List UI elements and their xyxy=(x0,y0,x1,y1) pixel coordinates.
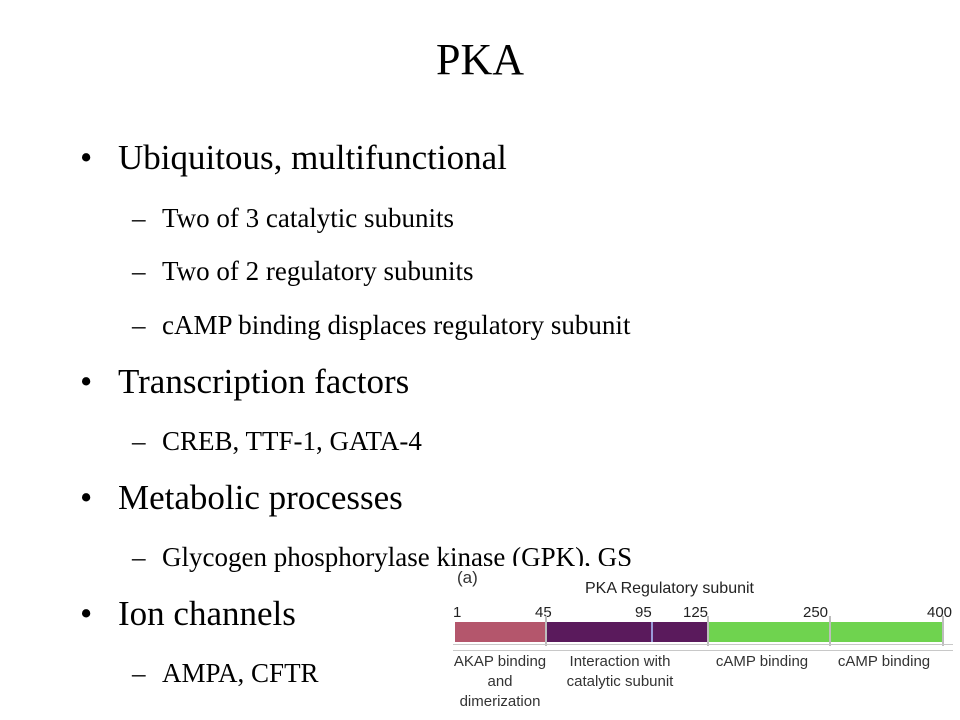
domain-label-catalytic: Interaction with catalytic subunit xyxy=(566,653,674,690)
sub-bullet-marker: – xyxy=(132,256,146,286)
domain-bar xyxy=(455,622,943,642)
bullet-item: • Ubiquitous, multifunctional xyxy=(80,136,507,180)
bullet-text: Metabolic processes xyxy=(118,478,403,517)
domain-boundary-tick xyxy=(942,616,944,646)
position-label: 45 xyxy=(535,604,552,621)
sub-bullet-marker: – xyxy=(132,426,146,456)
page-title: PKA xyxy=(435,35,525,84)
domain-label-akap: AKAP binding and dimerization xyxy=(453,653,547,710)
sub-bullet-text: AMPA, CFTR xyxy=(162,658,319,688)
sub-bullet-text: Two of 3 catalytic subunits xyxy=(162,203,455,233)
bullet-marker: • xyxy=(80,478,93,517)
bullet-text: Ion channels xyxy=(118,594,296,633)
domain-boundary-tick xyxy=(545,616,547,646)
domain-label-camp-b: cAMP binding xyxy=(837,653,931,670)
sub-bullet-text: cAMP binding displaces regulatory subuni… xyxy=(162,310,631,340)
position-label: 95 xyxy=(635,604,652,621)
position-label: 400 xyxy=(927,604,953,621)
bullet-text: Transcription factors xyxy=(118,362,410,401)
domain-segment-akap xyxy=(455,622,545,642)
bullet-marker: • xyxy=(80,594,93,633)
figure-rule xyxy=(453,644,953,645)
domain-segment-camp-a xyxy=(709,622,829,642)
domain-segment-camp-b xyxy=(831,622,943,642)
sub-bullet-marker: – xyxy=(132,542,146,572)
domain-segment-catalytic-interaction xyxy=(547,622,707,642)
sub-bullet-text: Two of 2 regulatory subunits xyxy=(162,256,474,286)
sub-bullet-text: CREB, TTF-1, GATA-4 xyxy=(162,426,422,456)
position-label: 250 xyxy=(803,604,829,621)
bullet-marker: • xyxy=(80,138,93,177)
sub-bullet-item: –AMPA, CFTR xyxy=(132,655,319,691)
position-label: 125 xyxy=(683,604,709,621)
sub-bullet-marker: – xyxy=(132,203,146,233)
domain-boundary-tick xyxy=(707,616,709,646)
sub-bullet-item: –Two of 3 catalytic subunits xyxy=(132,200,454,236)
sub-bullet-item: –cAMP binding displaces regulatory subun… xyxy=(132,307,630,343)
panel-label: (a) xyxy=(457,568,478,587)
figure-title: PKA Regulatory subunit xyxy=(585,580,754,597)
domain-boundary-tick xyxy=(829,616,831,646)
bullet-item: • Transcription factors xyxy=(80,360,409,404)
bullet-item: • Metabolic processes xyxy=(80,476,403,520)
pka-domain-figure: (a) PKA Regulatory subunit 1 45 95 125 2… xyxy=(445,566,960,720)
sub-bullet-marker: – xyxy=(132,658,146,688)
bullet-marker: • xyxy=(80,362,93,401)
position-label: 1 xyxy=(453,604,462,621)
sub-bullet-item: –Two of 2 regulatory subunits xyxy=(132,253,474,289)
bullet-item: • Ion channels xyxy=(80,592,296,636)
domain-label-camp-a: cAMP binding xyxy=(715,653,809,670)
figure-rule xyxy=(453,650,953,651)
bullet-text: Ubiquitous, multifunctional xyxy=(118,138,507,177)
sub-bullet-marker: – xyxy=(132,310,146,340)
sub-bullet-item: –CREB, TTF-1, GATA-4 xyxy=(132,423,422,459)
site-marker-95 xyxy=(651,622,653,642)
